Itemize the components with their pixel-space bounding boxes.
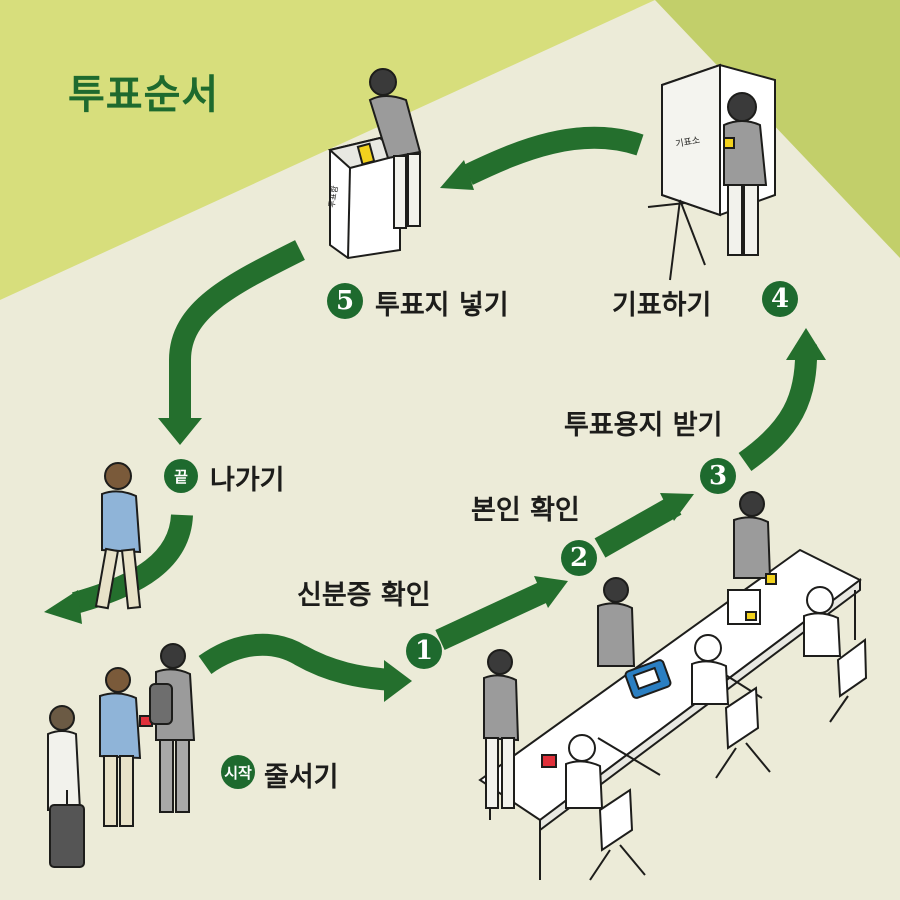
step-end-label: 나가기 [210, 465, 285, 496]
queue-illustration [47, 643, 196, 868]
page-title: 투표순서 [68, 72, 220, 118]
booth-sign: 기표소 [675, 135, 701, 150]
step-end-badge: 끝 [164, 459, 198, 493]
step-4-badge: 4 [762, 281, 798, 317]
step-start-label: 줄서기 [264, 762, 339, 793]
step-5-badge: 5 [327, 283, 363, 319]
arrow-5-to-end [169, 240, 305, 422]
registration-tables-illustration [478, 491, 868, 881]
arrow-3-to-4 [738, 344, 818, 471]
step-4-label: 기표하기 [612, 290, 712, 321]
voting-booth-illustration: 기표소 [647, 63, 776, 281]
ballot-box-sign: 투표함 [327, 184, 340, 208]
arrow-2-to-3 [594, 495, 682, 558]
arrow-1-to-2 [435, 580, 553, 650]
arrow-end-to-out [72, 513, 193, 614]
step-start-badge: 시작 [221, 755, 255, 789]
exiting-voter-illustration [94, 462, 142, 610]
step-2-label: 본인 확인 [471, 495, 580, 526]
step-1-badge: 1 [406, 633, 442, 669]
step-3-label: 투표용지 받기 [564, 410, 723, 441]
arrow-queue-to-id [198, 633, 393, 691]
step-5-label: 투표지 넣기 [375, 290, 509, 321]
step-2-badge: 2 [561, 540, 597, 576]
step-3-badge: 3 [700, 458, 736, 494]
step-1-label: 신분증 확인 [297, 580, 431, 611]
arrow-4-to-5 [463, 126, 644, 185]
ballot-box-illustration: 투표함 [327, 68, 422, 260]
